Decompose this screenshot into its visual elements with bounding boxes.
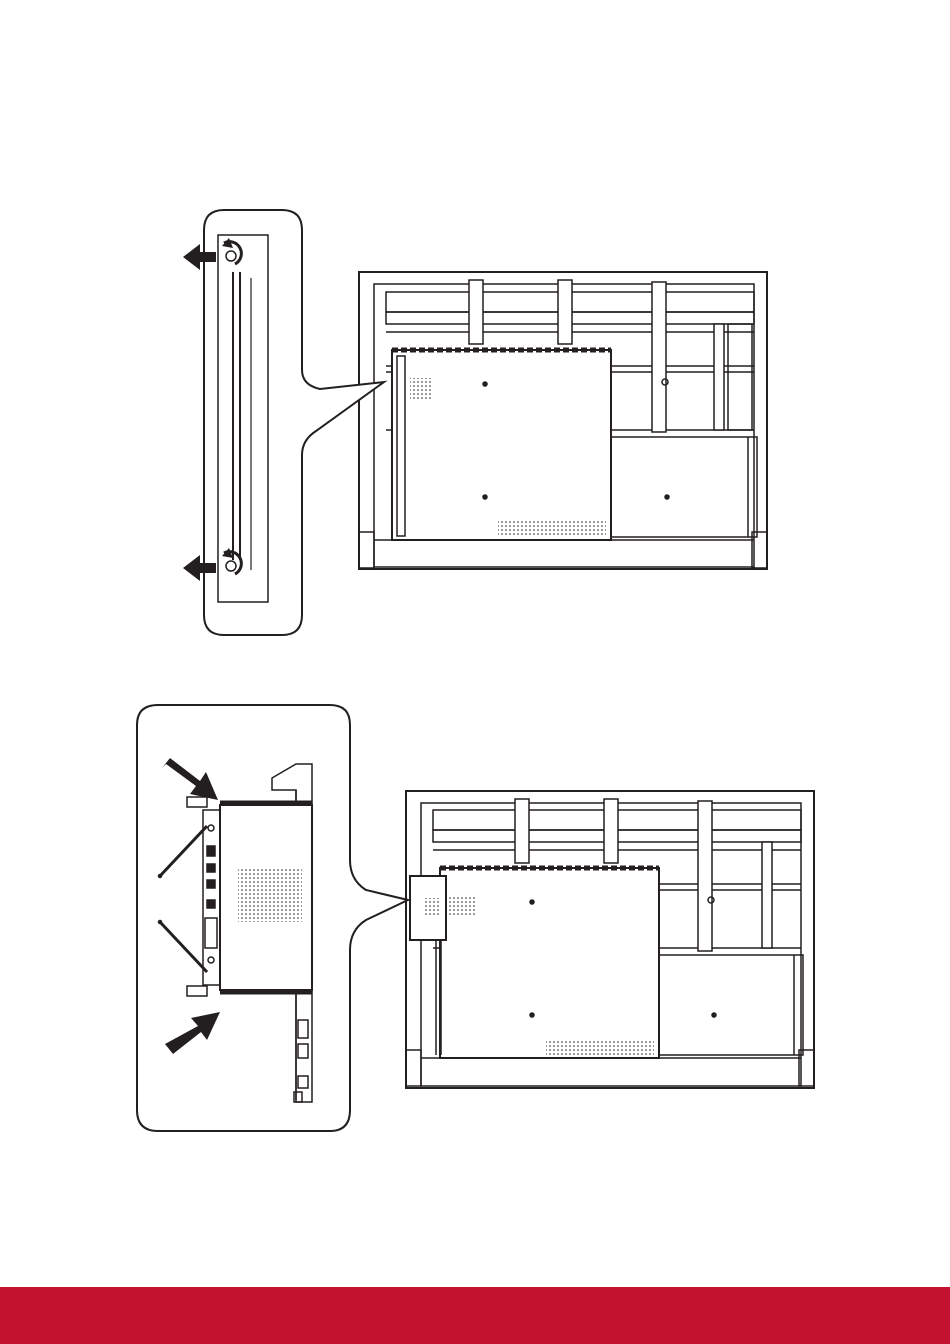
display-rear-panel <box>359 272 767 569</box>
footer-bar <box>0 1287 950 1344</box>
display-rear-panel <box>406 791 814 1088</box>
figure-insert-slot-pc <box>137 705 814 1131</box>
figure-remove-slot-cover <box>183 210 767 635</box>
